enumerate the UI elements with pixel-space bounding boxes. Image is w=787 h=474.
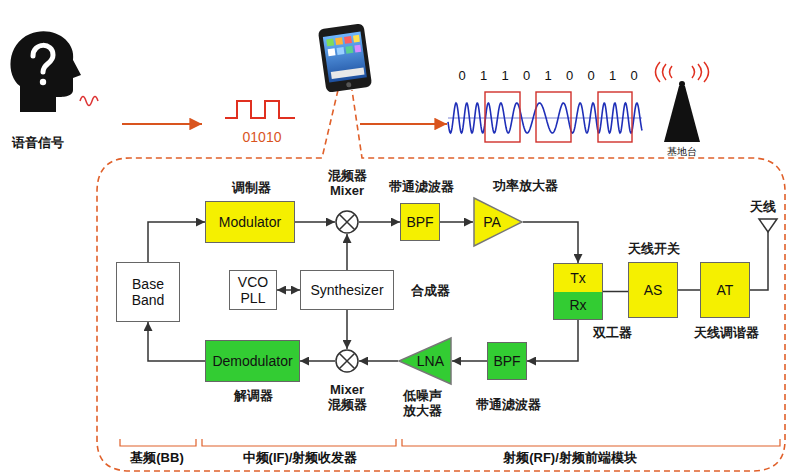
shape-outline (335, 349, 359, 373)
node-label: PA (483, 214, 501, 230)
dashed-outline (97, 90, 785, 471)
tower-top (679, 81, 685, 87)
connector (359, 221, 400, 223)
node-heading: 功率放大器 (493, 179, 558, 194)
bit-label: 0 (587, 69, 594, 84)
node-label: BPF (406, 214, 433, 230)
phone-icon (318, 23, 372, 93)
demodulator-box: Demodulator解调器 (205, 340, 300, 382)
station-label: 基地台 (667, 146, 697, 158)
connector (440, 221, 473, 223)
tuner-box: AT天线调谐器 (700, 262, 750, 318)
node-heading: 带通滤波器 (389, 180, 454, 195)
synthesizer-box: Synthesizer合成器 (300, 270, 394, 310)
modulated-wave (448, 103, 642, 133)
signal-arrow (360, 123, 447, 125)
node-heading: 天线开关 (628, 242, 680, 257)
node-label: LNA (417, 353, 444, 369)
bit-box (485, 92, 520, 142)
node-heading: 混频器 Mixer (319, 169, 375, 199)
mixer-symbol: Mixer 混频器 (335, 349, 359, 373)
connector (346, 234, 348, 270)
node-label: AT (717, 282, 734, 298)
section-bracket (120, 439, 780, 446)
mixer-symbol: 混频器 Mixer (335, 210, 359, 234)
node-heading: 双工器 (593, 326, 632, 341)
node-label: AS (644, 282, 663, 298)
filter-box: BPF带通滤波器 (487, 342, 527, 380)
bit-label: 0 (566, 69, 573, 84)
bit-label: 1 (544, 69, 551, 84)
head-icon (11, 31, 81, 112)
filter-box: 带通滤波器BPF (400, 203, 440, 241)
section-label: 射频(RF)/射频前端模块 (503, 451, 637, 466)
vco-box: VCO PLL (229, 270, 277, 310)
section-label: 基频(BB) (130, 451, 183, 466)
connector (603, 291, 628, 293)
connector (148, 322, 205, 361)
node-label: Demodulator (212, 353, 292, 369)
duplexer-box: TxRx双工器 (553, 263, 603, 320)
connector (527, 320, 578, 361)
node-label: Modulator (219, 214, 281, 230)
node-label: Rx (569, 297, 586, 313)
radio-waves (656, 62, 709, 82)
antenna-symbol: 天线 (758, 218, 778, 248)
node-heading: 带通滤波器 (476, 398, 541, 413)
connector (452, 360, 487, 362)
bit-box (598, 92, 632, 142)
modulator-box: 调制器Modulator (205, 201, 295, 243)
bit-string: 01010 (243, 129, 282, 145)
node-heading: 解调器 (234, 389, 273, 404)
baseband-box: Base Band (116, 262, 180, 322)
node-label: Base Band (121, 276, 175, 308)
bit-label: 1 (480, 69, 487, 84)
connector (359, 360, 398, 362)
digital-wave (225, 101, 295, 118)
signal-arrow (122, 123, 202, 125)
wave-axis (448, 118, 642, 119)
shape-outline (335, 210, 359, 234)
voice-squiggle (80, 97, 98, 106)
bit-label: 0 (630, 69, 637, 84)
connector (750, 248, 768, 290)
node-heading: 合成器 (411, 284, 450, 299)
node-label: Synthesizer (310, 282, 383, 298)
bit-label: 0 (458, 69, 465, 84)
connector (346, 310, 348, 349)
node-heading: Mixer 混频器 (319, 383, 375, 413)
bit-label: 1 (501, 69, 508, 84)
node-label: Tx (570, 270, 586, 286)
question-dot (40, 79, 46, 85)
node-heading: 天线 (750, 200, 776, 215)
bit-label: 0 (523, 69, 530, 84)
caption-label: 语音信号 (12, 136, 64, 151)
amplifier-triangle: 功率放大器PA (473, 197, 523, 247)
bit-box (536, 92, 571, 142)
switch-box: 天线开关AS (628, 262, 678, 318)
connector (523, 222, 578, 263)
connector (277, 289, 300, 291)
question-mark (33, 45, 53, 72)
node-label: VCO PLL (234, 274, 272, 306)
bit-label: 1 (609, 69, 616, 84)
connector (678, 289, 700, 291)
connector (300, 360, 335, 362)
node-label: BPF (493, 353, 520, 369)
node-heading: 低噪声 放大器 (399, 389, 445, 419)
node-heading: 调制器 (232, 181, 271, 196)
connector (295, 221, 335, 223)
node-heading: 天线调谐器 (694, 326, 759, 341)
shape-outline (758, 218, 778, 248)
tower-icon (664, 86, 700, 142)
amplifier-triangle: LNA低噪声 放大器 (398, 337, 452, 385)
connector (148, 222, 205, 262)
section-label: 中频(IF)/射频收发器 (243, 451, 358, 466)
